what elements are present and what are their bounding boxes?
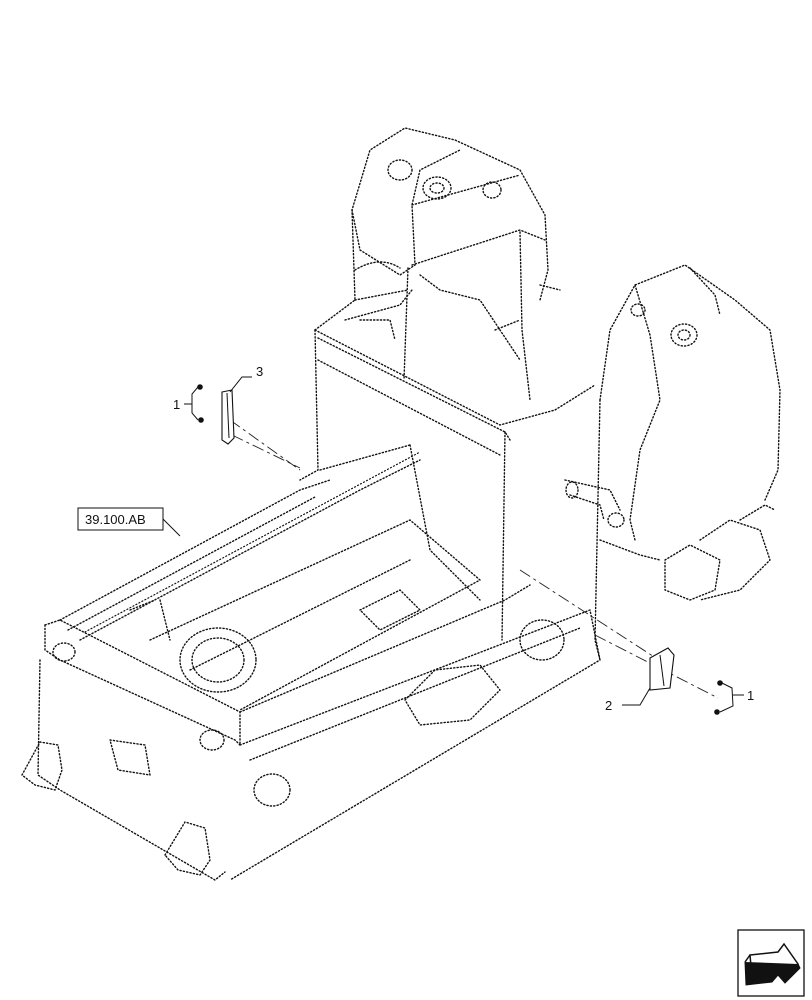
part-2-shield [622, 647, 675, 706]
page-turn-arrow-icon[interactable] [737, 929, 805, 997]
part-3-shield [221, 376, 252, 445]
part-1-bolts-left [184, 384, 204, 423]
callout-1-right: 1 [747, 688, 754, 703]
central-cross-member [299, 329, 596, 641]
part-1-bolts-right [714, 680, 744, 715]
right-upright-tower [564, 264, 781, 661]
callout-3: 3 [256, 364, 263, 379]
assembly-lines [229, 419, 719, 699]
callout-2: 2 [605, 698, 612, 713]
left-upright-tower [314, 127, 561, 401]
reference-link[interactable]: 39.100.AB [77, 507, 181, 537]
callout-1-left: 1 [173, 397, 180, 412]
reference-label[interactable]: 39.100.AB [85, 512, 146, 527]
